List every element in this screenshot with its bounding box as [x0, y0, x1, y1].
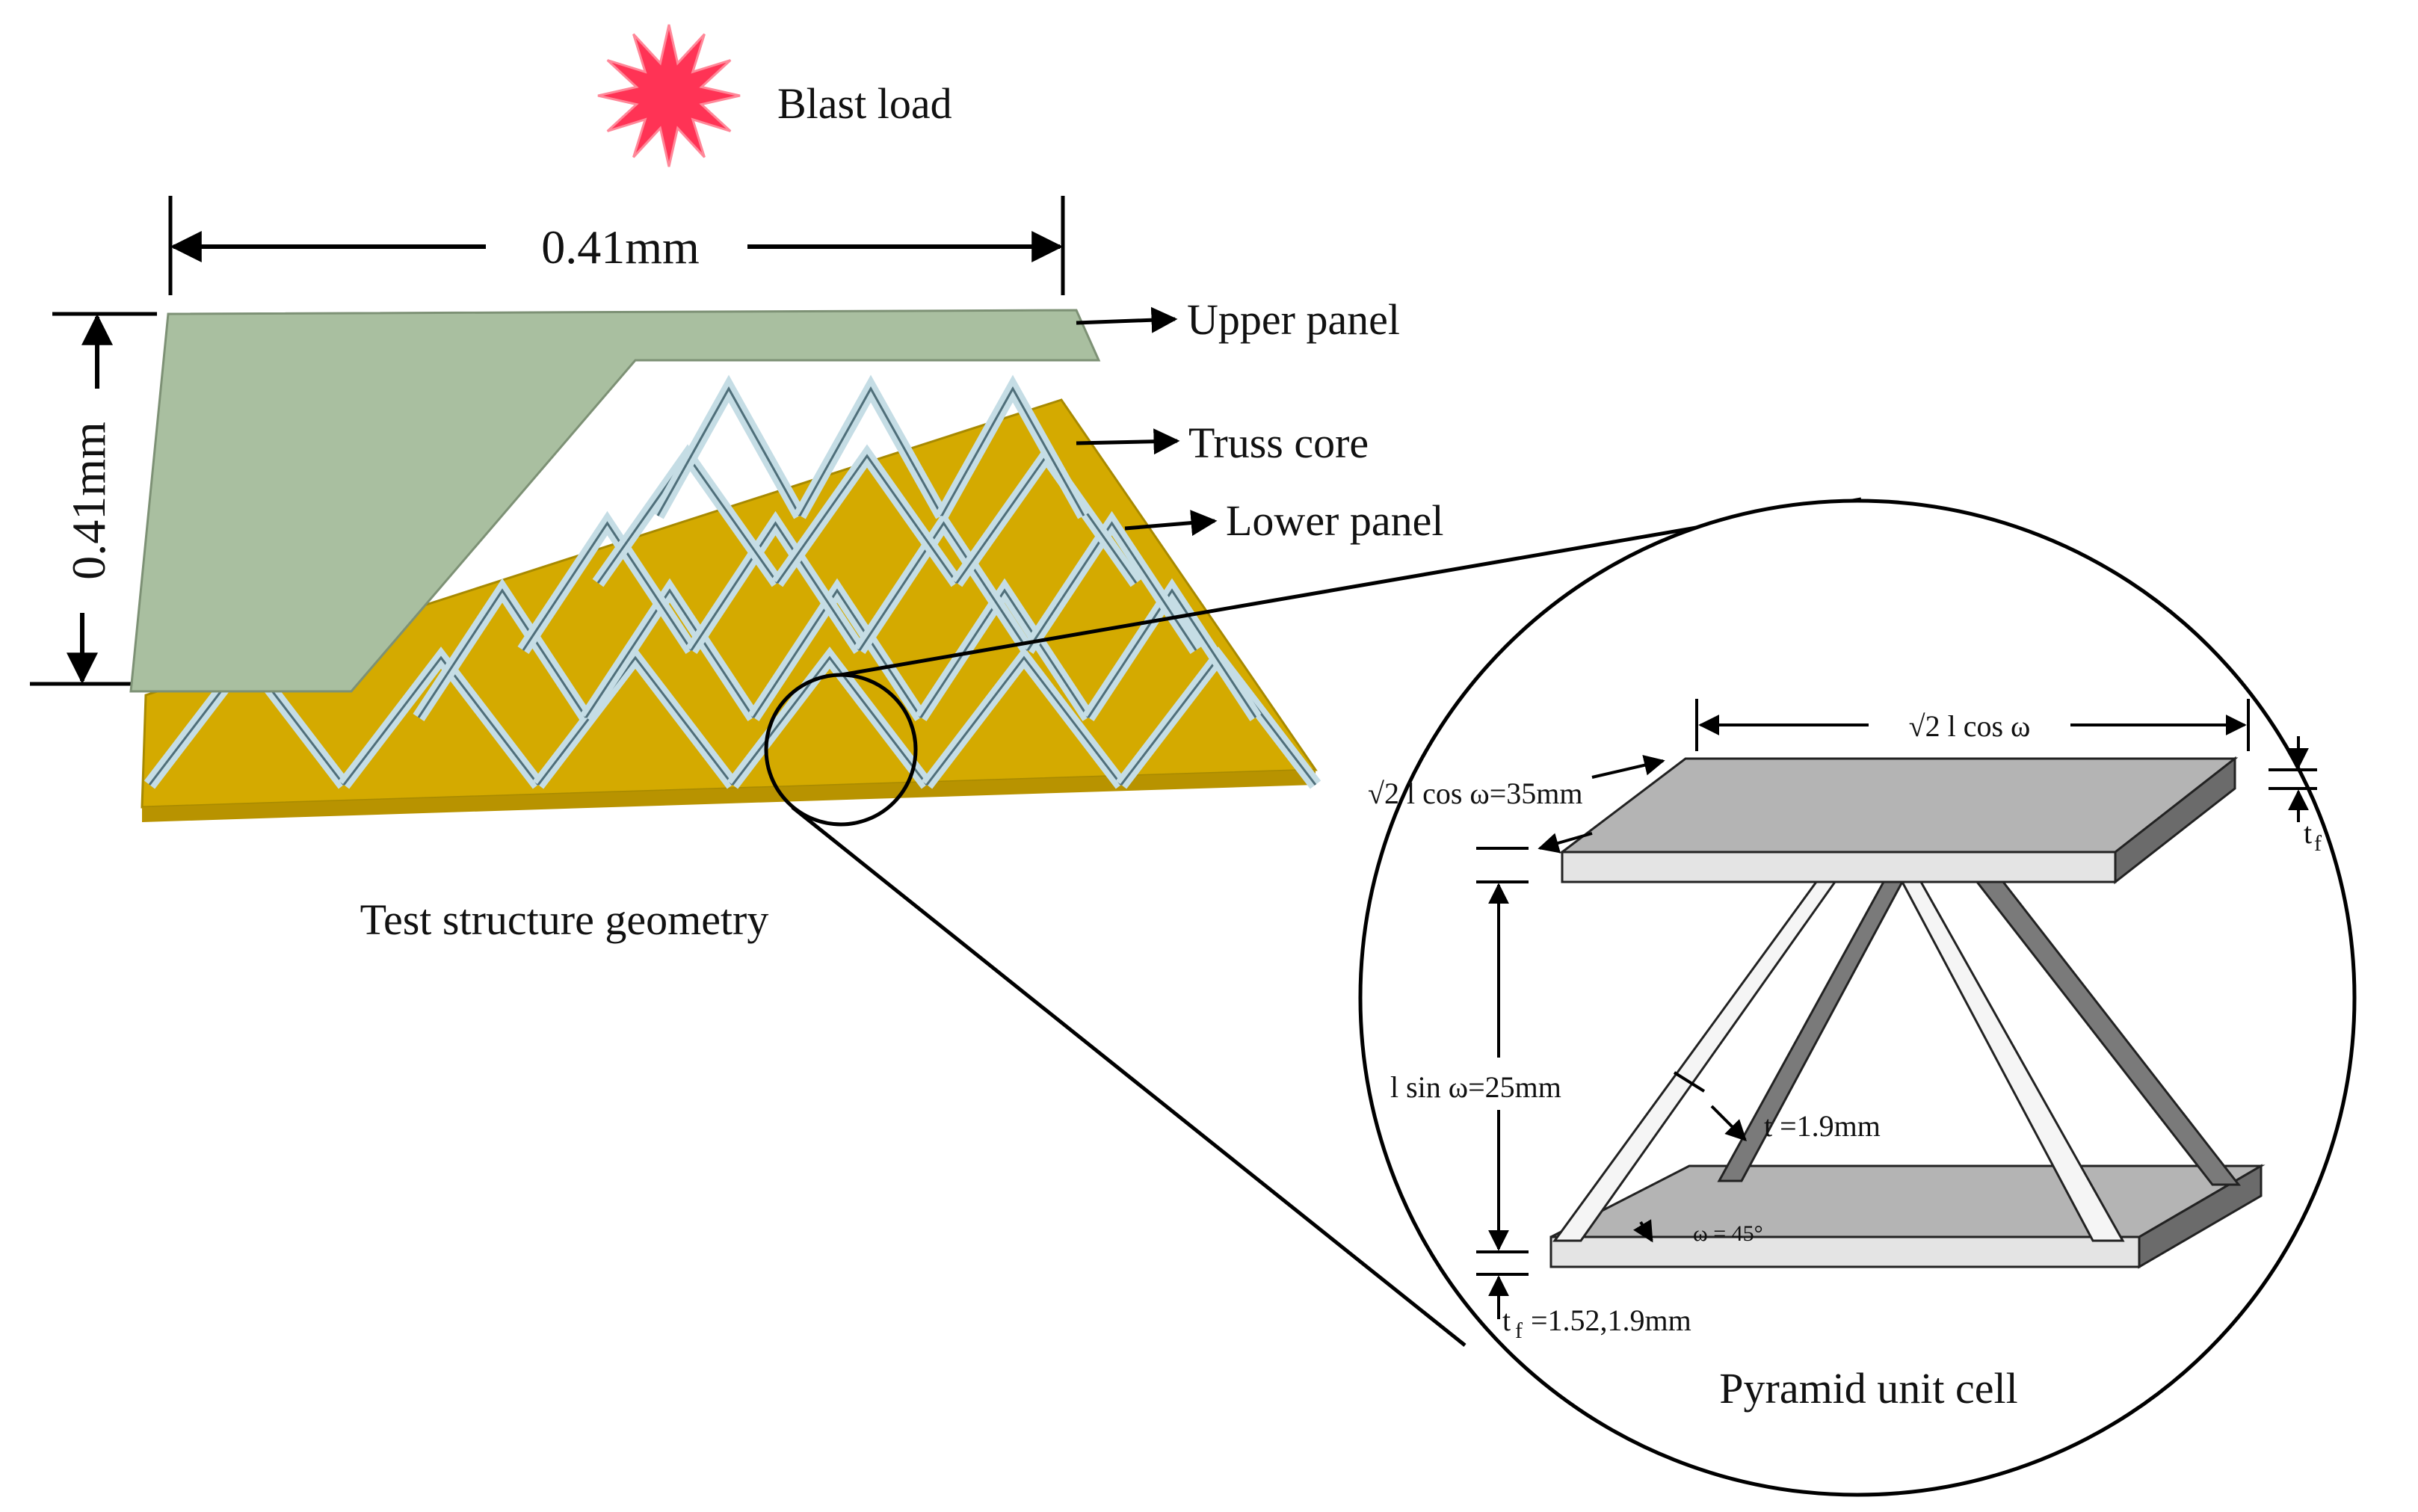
left-caption: Test structure geometry [360, 895, 769, 944]
truss-strut-edge [1087, 588, 1257, 718]
top-width-value: √2 l cos ω=35mm [1368, 777, 1583, 810]
angle-label: ω = 45° [1693, 1221, 1763, 1246]
truss-strut-edge [417, 588, 587, 718]
blast-load-label: Blast load [777, 79, 952, 128]
face-thickness-top-subscript: f [2314, 831, 2322, 856]
blast-burst-icon [597, 24, 741, 167]
unit-cell-circle [1358, 499, 2357, 1497]
truss-strut-edge [690, 521, 861, 651]
truss-strut-edge [342, 655, 540, 786]
unit-cell [1549, 756, 2266, 1269]
zoom-indicator [764, 497, 2357, 1497]
upper-panel-label: Upper panel [1187, 295, 1400, 344]
cell-height-value: l sin ω=25mm [1390, 1070, 1561, 1104]
height-dimension: 0.41mm [30, 312, 157, 686]
right-caption: Pyramid unit cell [1719, 1364, 2018, 1413]
face-thickness-top-symbol: t [2304, 816, 2312, 850]
lower-panel-label: Lower panel [1226, 496, 1443, 545]
truss-core-label: Truss core [1188, 419, 1369, 467]
face-thickness-bottom-subscript: f [1515, 1318, 1523, 1343]
width-dimension: 0.41mm [168, 196, 1065, 295]
face-thickness-bottom-symbol: t [1502, 1303, 1511, 1337]
face-thickness-value: =1.52,1.9mm [1531, 1303, 1691, 1337]
truss-strut-edge [1026, 521, 1197, 651]
truss-strut-edge [522, 521, 693, 651]
truss-strut-edge [798, 386, 943, 516]
truss-core [144, 374, 1321, 789]
strut-thickness-label: t =1.9mm [1764, 1109, 1881, 1143]
height-label: 0.41mm [62, 422, 115, 580]
truss-strut-edge [919, 588, 1090, 718]
truss-strut-edge [656, 386, 801, 516]
truss-strut-edge [858, 521, 1029, 651]
callouts: Upper panel Truss core Lower panel [1076, 295, 1443, 545]
truss-strut-edge [776, 454, 958, 584]
upper-panel [129, 309, 1101, 693]
truss-strut-edge [585, 588, 755, 718]
truss-strut-edge [752, 588, 922, 718]
unit-cell-dimensions: √2 l cos ω √2 l cos ω=35mm t f l sin ω=2… [1368, 699, 2322, 1343]
truss-strut-edge [925, 655, 1123, 786]
truss-strut-edge [537, 655, 734, 786]
top-width-label: √2 l cos ω [1909, 709, 2031, 743]
truss-strut-edge [940, 386, 1085, 516]
width-label: 0.41mm [541, 220, 700, 274]
